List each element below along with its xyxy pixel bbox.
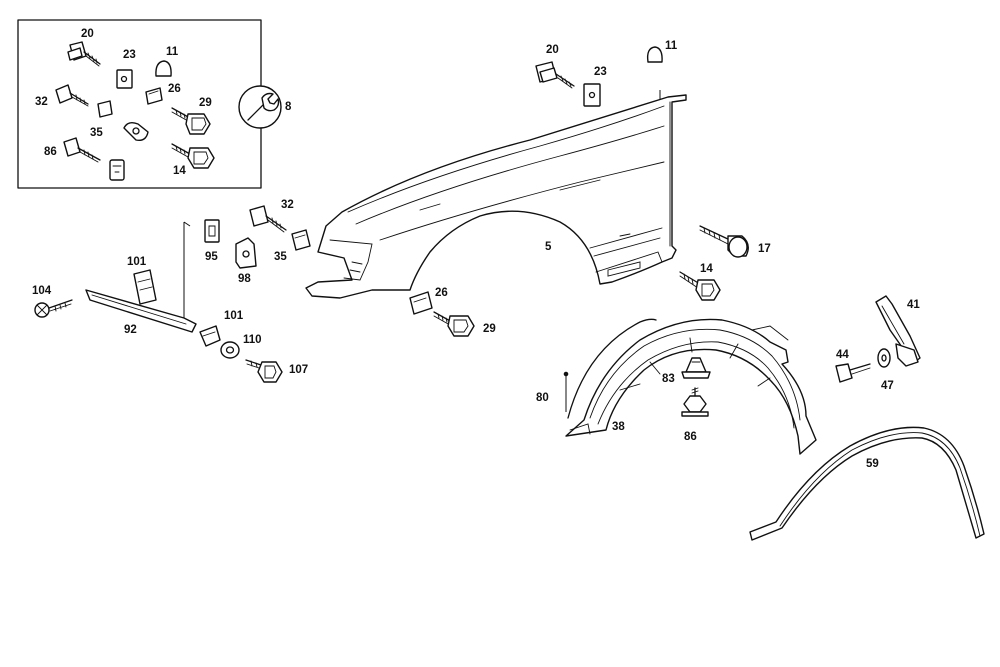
- label-38: 38: [612, 421, 625, 433]
- label-11: 11: [665, 40, 678, 52]
- cap-11: [646, 46, 663, 63]
- wheel-liner-38: [565, 318, 817, 455]
- label-83: 83: [662, 373, 675, 385]
- label-98: 98: [238, 273, 251, 285]
- clip-35-inset: [97, 100, 113, 118]
- trim-strip-59: [749, 426, 985, 541]
- bracket-41: [875, 295, 921, 367]
- clip-nut-23-inset: [116, 69, 133, 89]
- label-47: 47: [881, 380, 894, 392]
- symbol-label-8: 8: [285, 101, 292, 113]
- strip-92: [85, 221, 197, 333]
- label-104: 104: [32, 285, 52, 297]
- washer-47: [877, 348, 891, 368]
- label-101-bottom: 101: [224, 310, 244, 322]
- label-59: 59: [866, 458, 879, 470]
- bolt-29: [433, 311, 475, 337]
- label-107: 107: [289, 364, 308, 376]
- inset-label-14: 14: [173, 165, 186, 177]
- bolt-20-inset: [67, 41, 101, 67]
- inset-label-11: 11: [166, 46, 179, 58]
- screw-32-inset: [55, 84, 89, 107]
- clip-101-top: [133, 269, 157, 305]
- push-clip-83: [681, 357, 711, 379]
- label-5: 5: [545, 241, 552, 253]
- fender-panel: [305, 90, 687, 299]
- clip-101-bottom: [199, 325, 221, 347]
- bolt-20: [535, 61, 575, 89]
- label-32: 32: [281, 199, 294, 211]
- wrench-icon: [247, 92, 280, 121]
- screw-104: [34, 299, 73, 318]
- bolt-29-inset: [171, 107, 211, 135]
- clip-nut-23: [583, 83, 601, 107]
- inset-label-26: 26: [168, 83, 181, 95]
- wrench-symbol: 8: [238, 85, 292, 129]
- bolt-107: [245, 359, 283, 383]
- label-35: 35: [274, 251, 287, 263]
- label-95: 95: [205, 251, 218, 263]
- label-86: 86: [684, 431, 697, 443]
- screw-32: [249, 205, 287, 233]
- label-101-top: 101: [127, 256, 147, 268]
- clip-nut-inset: [109, 159, 125, 181]
- inset-label-32: 32: [35, 96, 48, 108]
- label-29: 29: [483, 323, 496, 335]
- clip-26: [409, 291, 433, 315]
- clip-95: [204, 219, 220, 243]
- label-14: 14: [700, 263, 713, 275]
- label-20: 20: [546, 44, 559, 56]
- label-44: 44: [836, 349, 849, 361]
- bolt-17: [699, 225, 749, 258]
- inset-label-35: 35: [90, 127, 103, 139]
- label-92: 92: [124, 324, 137, 336]
- cap-11-inset: [155, 60, 172, 77]
- clip-26-inset: [145, 87, 163, 105]
- inset-label-23: 23: [123, 49, 136, 61]
- bolt-14-inset: [171, 143, 215, 169]
- clip-35: [291, 229, 311, 251]
- label-17: 17: [758, 243, 771, 255]
- label-26: 26: [435, 287, 448, 299]
- inset-box: 20 23 11 26 32 29 35 86 14: [17, 19, 262, 189]
- inset-label-86: 86: [44, 146, 57, 158]
- clip-35b-inset: [123, 121, 149, 142]
- bracket-98: [235, 237, 257, 269]
- screw-86-inset: [63, 137, 101, 163]
- seal-strip-80: [563, 318, 657, 419]
- bolt-14: [679, 271, 721, 301]
- label-80: 80: [536, 392, 549, 404]
- inset-label-20: 20: [81, 28, 94, 40]
- bolt-44: [835, 363, 871, 383]
- screw-86: [681, 387, 709, 417]
- label-41: 41: [907, 299, 920, 311]
- label-23: 23: [594, 66, 607, 78]
- label-110: 110: [243, 334, 262, 346]
- inset-label-29: 29: [199, 97, 212, 109]
- washer-110: [220, 341, 240, 359]
